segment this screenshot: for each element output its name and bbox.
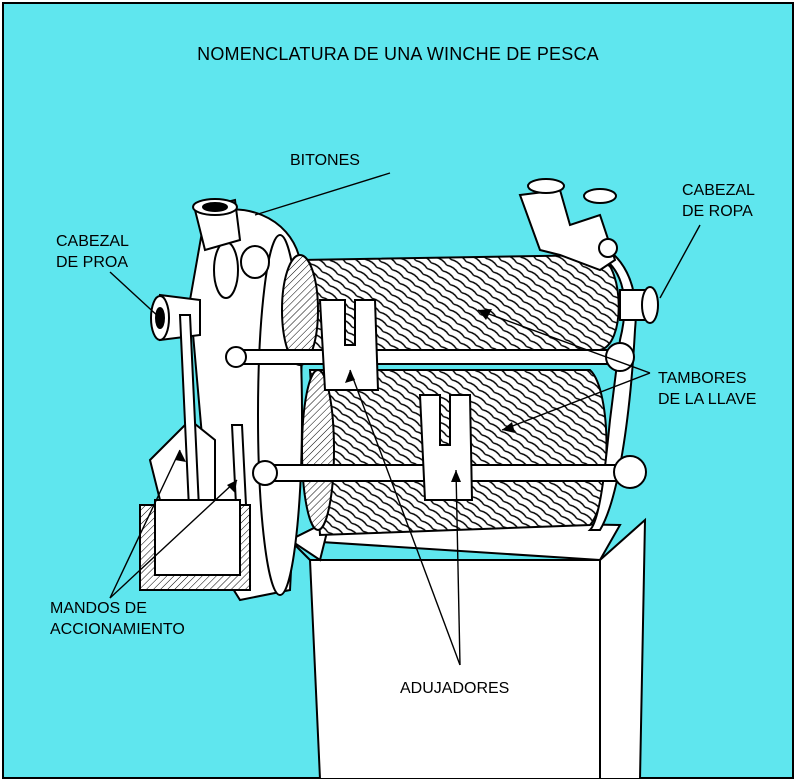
- label-mandos: MANDOS DE ACCIONAMIENTO: [50, 600, 185, 638]
- label-cabezal-ropa: CABEZAL DE ROPA: [682, 182, 755, 220]
- spoolers: [318, 299, 474, 501]
- bits: [192, 198, 242, 252]
- arrowheads: [175, 309, 515, 493]
- label-tambores: TAMBORES DE LA LLAVE: [658, 370, 757, 408]
- label-cabezal-proa: CABEZAL DE PROA: [56, 233, 129, 271]
- label-bitones: BITONES: [290, 152, 360, 169]
- label-adujadores: ADUJADORES: [400, 680, 510, 697]
- bow-capstan: [150, 293, 201, 342]
- pedestal: [286, 517, 647, 779]
- leader-lines: [109, 172, 701, 666]
- aft-bits: [518, 178, 618, 272]
- diagram-title: NOMENCLATURA DE UNA WINCHE DE PESCA: [197, 44, 599, 64]
